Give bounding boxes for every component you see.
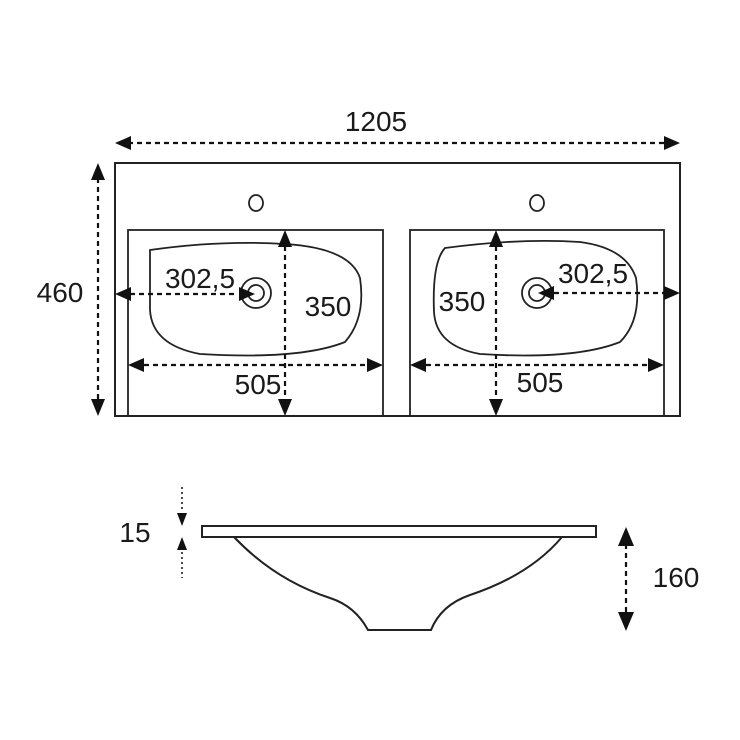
overall-width-label: 1205 (345, 106, 407, 137)
right-tap-hole (529, 194, 545, 212)
left-depth-label: 350 (305, 291, 352, 322)
right-depth-arrow-bottom (489, 399, 503, 416)
left-offset-arrow-right (239, 287, 255, 301)
overall-width-arrow-left (115, 136, 131, 150)
right-width-arrow-right (648, 358, 664, 372)
left-tap-hole (248, 194, 264, 212)
right-width-label: 505 (517, 367, 564, 398)
right-basin-frame (409, 229, 665, 417)
side-view: 15 160 (119, 487, 699, 631)
left-offset-arrow-left (115, 287, 131, 301)
right-depth-arrow-top (489, 230, 503, 247)
height-label: 160 (653, 562, 700, 593)
right-offset-arrow-right (664, 286, 680, 300)
right-depth-label: 350 (439, 286, 486, 317)
thickness-arrow-top (177, 513, 187, 526)
left-offset-label: 302,5 (165, 263, 235, 294)
left-depth-arrow-top (278, 230, 292, 247)
height-arrow-top (618, 527, 634, 546)
thickness-label: 15 (119, 517, 150, 548)
left-depth-arrow-bottom (278, 399, 292, 416)
height-arrow-bottom (618, 612, 634, 631)
left-width-arrow-right (367, 358, 383, 372)
right-offset-arrow-left (538, 286, 554, 300)
top-view: 1205 460 302,5 350 505 350 302,5 (37, 106, 681, 417)
overall-depth-arrow-top (91, 163, 105, 180)
left-width-label: 505 (235, 369, 282, 400)
right-width-arrow-left (410, 358, 426, 372)
overall-depth-label: 460 (37, 277, 84, 308)
thickness-arrow-bottom (177, 537, 187, 550)
left-basin-frame (127, 229, 384, 417)
overall-width-arrow-right (664, 136, 680, 150)
left-basin-bowl (149, 241, 363, 357)
right-offset-label: 302,5 (558, 258, 628, 289)
side-slab (201, 525, 597, 538)
overall-depth-arrow-bottom (91, 399, 105, 416)
right-basin-bowl (432, 239, 639, 357)
side-bowl-profile (233, 536, 563, 631)
countertop-outline (114, 162, 681, 417)
left-width-arrow-left (128, 358, 144, 372)
